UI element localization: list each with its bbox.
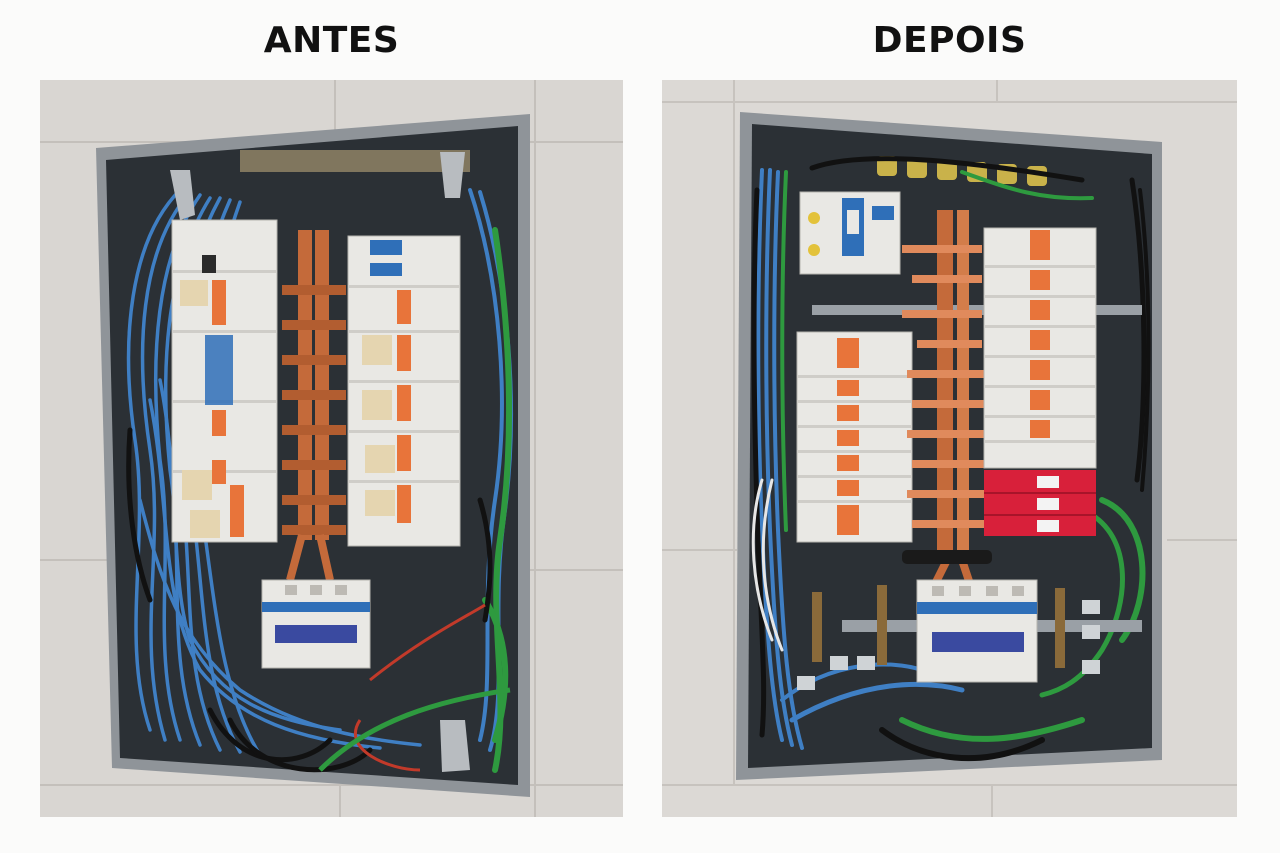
before-title: ANTES (263, 20, 400, 61)
right-breaker-column (983, 227, 1097, 469)
top-main-breaker (799, 191, 901, 275)
left-breaker-column (796, 331, 913, 543)
copper-busbar (902, 210, 987, 592)
after-title: DEPOIS (872, 20, 1027, 61)
before-panel-illustration (40, 80, 623, 817)
copper-busbar (282, 230, 346, 582)
right-breaker-column (347, 235, 461, 547)
before-photo (40, 80, 623, 817)
surge-protectors (984, 470, 1096, 536)
after-photo (662, 80, 1237, 817)
bottom-main-breaker (916, 579, 1038, 683)
after-panel-illustration (662, 80, 1237, 817)
terminal-bars (797, 585, 1100, 690)
left-breaker-column (171, 219, 278, 543)
main-breaker (261, 579, 371, 669)
